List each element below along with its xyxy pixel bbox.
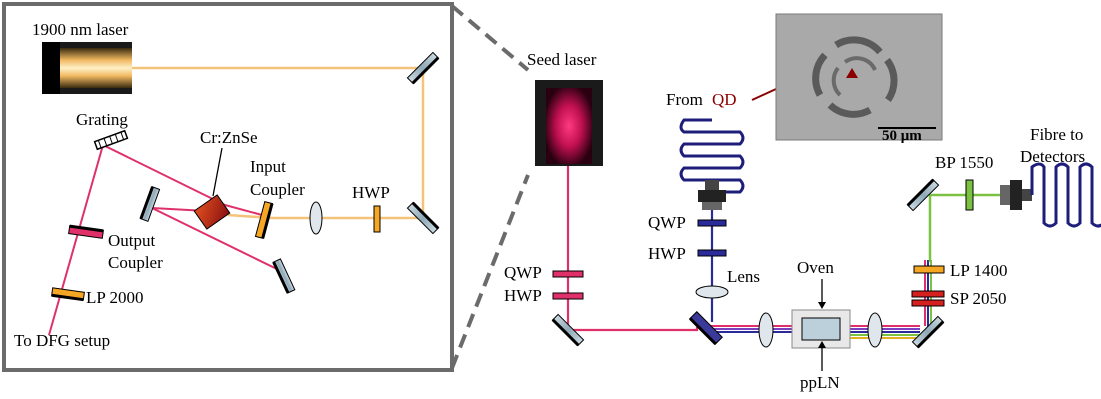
seed-laser-body xyxy=(535,80,603,166)
hwp-qd-label: HWP xyxy=(648,244,686,263)
seed-laser-label: Seed laser xyxy=(527,50,597,69)
from-label: From xyxy=(666,90,703,109)
mirror-inset-bottomright xyxy=(406,201,440,235)
zoom-line-top xyxy=(450,4,530,72)
qwp-seed-label: QWP xyxy=(504,263,542,282)
crznse-pointer xyxy=(212,147,223,197)
dichroic-mirror xyxy=(689,311,723,345)
grating-label: Grating xyxy=(76,110,128,129)
sp2050-filter-a xyxy=(911,290,945,298)
detector-fibre-coil xyxy=(1030,162,1101,228)
lp1400-label: LP 1400 xyxy=(950,261,1007,280)
mirror-main-bottomright xyxy=(911,315,945,349)
lp2000-label: LP 2000 xyxy=(86,288,143,307)
to-dfg-label: To DFG setup xyxy=(14,331,110,350)
fibre-label-2: Detectors xyxy=(1020,147,1085,166)
sp2050-label: SP 2050 xyxy=(950,289,1007,308)
sp2050-filter-b xyxy=(911,299,945,307)
output-coupler-label-2: Coupler xyxy=(108,253,163,272)
output-coupler-label-1: Output xyxy=(108,231,156,250)
green-beam xyxy=(928,193,1000,262)
zoom-line-bottom xyxy=(450,174,530,369)
input-coupler-label-2: Coupler xyxy=(250,180,305,199)
grating xyxy=(93,129,129,151)
seed-beam xyxy=(566,165,699,332)
pump-beam xyxy=(130,66,425,220)
laser-1900-body xyxy=(42,42,132,94)
pplN-crystal xyxy=(801,317,841,341)
lens-before-oven xyxy=(758,312,774,348)
mirror-inset-topright xyxy=(406,51,440,85)
mirror-main-topright xyxy=(906,178,940,212)
hwp-seed-label: HWP xyxy=(504,286,542,305)
hwp-inset-label: HWP xyxy=(352,183,390,202)
lens-after-oven xyxy=(867,312,883,348)
scale-bar-label: 50 μm xyxy=(882,128,922,144)
lp2000-filter xyxy=(51,287,85,302)
oven-arrow-head xyxy=(818,302,826,309)
laser-1900-label: 1900 nm laser xyxy=(32,20,129,39)
cavity-beams xyxy=(48,144,284,336)
crznse-label: Cr:ZnSe xyxy=(200,128,258,147)
mirror-seed-bottom xyxy=(551,313,585,347)
qwp-qd-label: QWP xyxy=(648,213,686,232)
lp1400-filter xyxy=(913,265,945,274)
input-coupler xyxy=(254,200,274,240)
pplN-label: ppLN xyxy=(800,373,840,392)
bp1550-label: BP 1550 xyxy=(935,153,993,172)
bp1550-filter xyxy=(965,179,974,211)
output-coupler xyxy=(68,224,104,239)
lens-qd xyxy=(695,285,729,299)
qwp-seed xyxy=(552,270,584,278)
oven-label: Oven xyxy=(797,258,834,277)
crznse-crystal xyxy=(193,194,231,230)
fibre-label-1: Fibre to xyxy=(1030,125,1083,144)
qd-label: QD xyxy=(712,90,737,109)
pplN-arrow-head xyxy=(818,341,826,348)
qd-fibre-connector xyxy=(698,180,726,210)
mirror-cavity-bottom xyxy=(272,258,296,294)
detector-fibre-connector xyxy=(1000,180,1032,210)
input-coupler-label-1: Input xyxy=(250,157,286,176)
hwp-inset xyxy=(373,205,381,233)
hwp-qd xyxy=(697,249,727,257)
mirror-cavity-left xyxy=(139,186,161,222)
qwp-qd xyxy=(697,219,727,227)
qd-fibre-coil xyxy=(679,118,745,194)
qd-micrograph xyxy=(775,13,943,141)
lens-inset xyxy=(309,201,323,235)
hwp-seed xyxy=(552,292,584,300)
inset-frame xyxy=(2,2,454,372)
lens-label: Lens xyxy=(727,267,760,286)
